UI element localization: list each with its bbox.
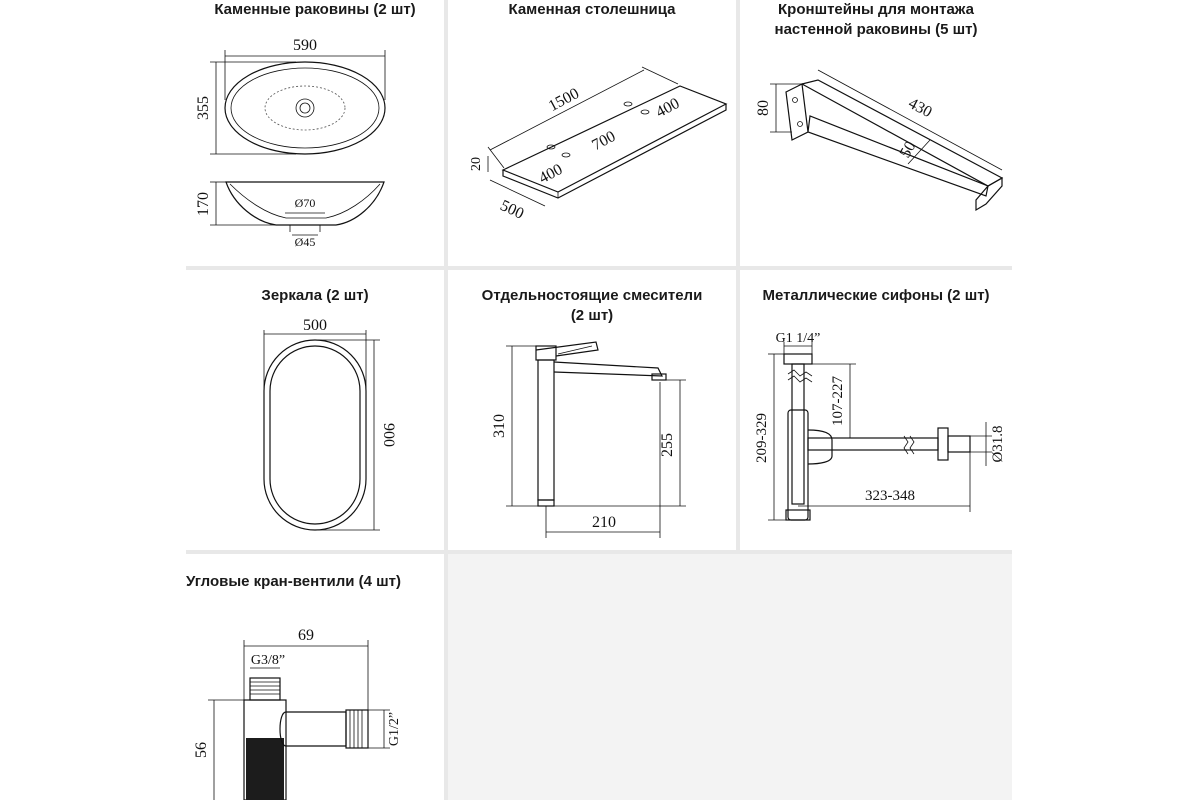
- siphon-diameter-label: Ø31.8: [990, 425, 1006, 462]
- siphon-drawing: G1 1/4” 209-329 107-227 323-348 Ø31.8: [754, 331, 1006, 521]
- divider-v-1: [444, 0, 448, 554]
- sink-drain-inner-label: Ø45: [295, 235, 316, 249]
- countertop-length-label: 1500: [546, 85, 582, 115]
- panel-faucets: Отдельностоящие смесители (2 шт) 310 255…: [448, 270, 736, 550]
- bracket-drawing: 80 430 50: [755, 69, 1004, 212]
- mirror-width-label: 500: [303, 317, 327, 334]
- panel-siphons: Металлические сифоны (2 шт) G1 1/4” 209-…: [740, 270, 1012, 550]
- mirror-height-label: 900: [380, 423, 397, 447]
- mirror-drawing: 500 900: [263, 317, 397, 531]
- panel-title-siphons: Металлические сифоны (2 шт): [762, 287, 990, 304]
- sink-depth-label: 355: [195, 96, 212, 120]
- sink-drain-outer-label: Ø70: [295, 196, 316, 210]
- faucet-drawing: 310 255 210: [491, 341, 686, 538]
- panel-title-countertop: Каменная столешница: [508, 1, 676, 18]
- panel-title-sinks: Каменные раковины (2 шт): [214, 1, 416, 18]
- bracket-width-label: 50: [897, 139, 920, 161]
- panel-sinks: Каменные раковины (2 шт) 590 355 Ø70 Ø45…: [186, 0, 444, 266]
- divider-v-2: [736, 0, 740, 554]
- panel-title-brackets: Кронштейны для монтажа настенной раковин…: [740, 0, 1012, 40]
- panel-mirrors: Зеркала (2 шт) 500 900: [186, 270, 444, 550]
- valve-drawing: 69 G3/8” G1/2” 56: [193, 627, 402, 800]
- faucet-reach-label: 210: [592, 514, 616, 531]
- panel-title-valves: Угловые кран-вентили (4 шт): [186, 573, 401, 590]
- empty-cell: [444, 554, 1012, 800]
- siphon-adjust-height-label: 107-227: [830, 376, 846, 426]
- panel-title-faucets: Отдельностоящие смесители (2 шт): [448, 286, 736, 326]
- valve-outlet-thread-label: G1/2”: [387, 712, 402, 746]
- divider-h-1: [186, 266, 1012, 270]
- panel-brackets: Кронштейны для монтажа настенной раковин…: [740, 0, 1012, 266]
- bracket-length-label: 430: [906, 95, 935, 121]
- sink-drawing: 590 355 Ø70 Ø45 170: [195, 37, 386, 249]
- bracket-height-label: 80: [755, 100, 772, 116]
- siphon-thread-label: G1 1/4”: [776, 331, 821, 346]
- countertop-offset-right-label: 400: [653, 95, 682, 121]
- valve-inlet-thread-label: G3/8”: [251, 653, 285, 668]
- divider-v-3: [444, 554, 448, 800]
- faucet-total-height-label: 310: [491, 414, 508, 438]
- countertop-width-label: 500: [497, 197, 526, 223]
- panel-countertop: Каменная столешница 1500 700 400 400 20 …: [448, 0, 736, 266]
- sink-width-label: 590: [293, 37, 317, 54]
- brackets-title-line2: настенной раковины (5 шт): [774, 21, 978, 38]
- countertop-thickness-label: 20: [469, 157, 484, 171]
- faucet-spout-height-label: 255: [659, 433, 676, 457]
- brackets-title-line1: Кронштейны для монтажа: [778, 1, 974, 18]
- faucets-title-line1: Отдельностоящие смесители: [481, 287, 703, 304]
- valve-height-label: 56: [193, 742, 210, 758]
- sink-height-label: 170: [195, 192, 212, 216]
- countertop-spacing-label: 700: [589, 128, 618, 154]
- siphon-length-label: 323-348: [865, 488, 915, 504]
- countertop-offset-left-label: 400: [536, 161, 565, 187]
- faucets-title-line2: (2 шт): [570, 307, 614, 324]
- valve-length-label: 69: [298, 627, 314, 644]
- siphon-total-height-label: 209-329: [754, 413, 770, 463]
- panel-valves: Угловые кран-вентили (4 шт) 69 G3/8” G1/…: [186, 554, 444, 800]
- panel-title-mirrors: Зеркала (2 шт): [261, 287, 369, 304]
- countertop-drawing: 1500 700 400 400 20 500: [469, 66, 728, 223]
- divider-h-2: [186, 550, 1012, 554]
